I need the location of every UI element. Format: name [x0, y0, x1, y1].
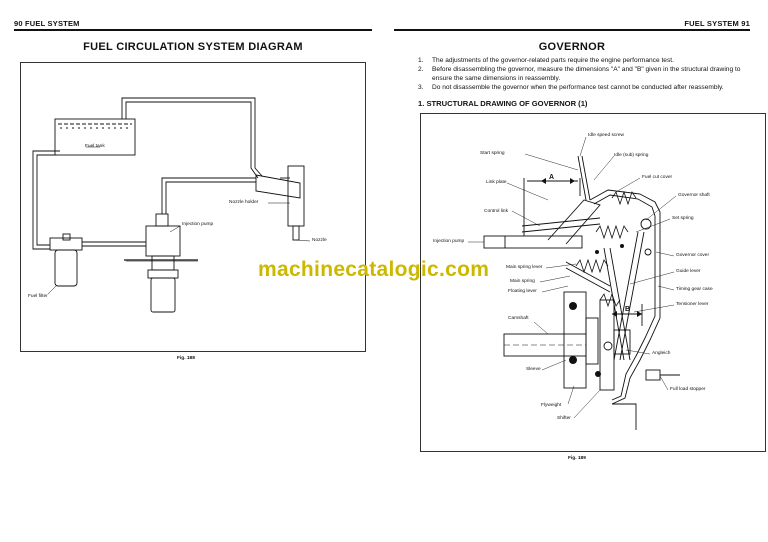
left-page: 90 FUEL SYSTEM FUEL CIRCULATION SYSTEM D…: [14, 19, 372, 361]
subheading-structural-drawing: 1. STRUCTURAL DRAWING OF GOVERNOR (1): [418, 99, 588, 108]
label-governor-shaft: Governor shaft: [678, 193, 710, 198]
label-flyweight: Flyweight: [541, 403, 562, 408]
label-start-spring: Start spring: [480, 151, 505, 156]
fuel-circulation-diagram: [32, 97, 311, 313]
label-guide-lever: Guide lever: [676, 269, 701, 274]
left-page-title: FUEL CIRCULATION SYSTEM DIAGRAM: [83, 41, 303, 53]
label-floating-lever: Floating lever: [508, 289, 537, 294]
note-2-text: Before disassembling the governor, measu…: [432, 66, 741, 82]
label-shifter: Shifter: [557, 416, 571, 421]
label-idle-sub-spring: Idle (sub) spring: [614, 153, 649, 158]
note-3-text: Do not disassemble the governor when the…: [432, 84, 724, 91]
label-timing-gear-case: Timing gear case: [676, 287, 713, 292]
label-angleich: Angleich: [652, 351, 671, 356]
right-header-rule: [394, 29, 750, 31]
left-header-rule: [14, 29, 372, 31]
label-fuel-cut-cover: Fuel cut cover: [642, 175, 673, 180]
label-nozzle: Nozzle: [312, 238, 327, 243]
note-1-text: The adjustments of the governor-related …: [432, 57, 674, 64]
label-dimension-b: B: [625, 306, 631, 313]
label-tensioner-lever: Tensioner lever: [676, 302, 709, 307]
label-fuel-tank: Fuel tank: [85, 144, 105, 149]
right-page-title: GOVERNOR: [538, 41, 606, 53]
label-set-spring: Set spring: [672, 216, 694, 221]
label-link-plate: Link plate: [486, 180, 507, 185]
figure-caption-189: Fig. 189: [568, 456, 586, 461]
right-page: FUEL SYSTEM 91 GOVERNOR: [384, 0, 768, 542]
label-control-link: Control link: [484, 209, 508, 214]
label-nozzle-holder: Nozzle holder: [229, 200, 259, 205]
label-full-load-stopper: Full load stopper: [670, 387, 706, 392]
note-3-number: 3.: [418, 84, 424, 91]
label-governor-cover: Governor cover: [676, 253, 710, 258]
note-1-number: 1.: [418, 57, 424, 64]
governor-diagram-frame: [420, 113, 766, 452]
note-2-number: 2.: [418, 66, 424, 73]
label-fuel-filter: Fuel filter: [28, 294, 48, 299]
label-injection-pump-governor: Injection pump: [433, 239, 465, 244]
left-page-header: 90 FUEL SYSTEM: [14, 19, 80, 28]
label-injection-pump: Injection pump: [182, 222, 214, 227]
right-page-header: FUEL SYSTEM 91: [684, 19, 750, 28]
label-sleeve: Sleeve: [526, 367, 541, 372]
label-dimension-a: A: [549, 174, 555, 181]
label-main-spring-lever: Main spring lever: [506, 265, 543, 270]
label-main-spring: Main spring: [510, 279, 535, 284]
figure-caption-188: Fig. 188: [177, 356, 195, 361]
watermark-text: machinecatalogic.com: [258, 258, 490, 281]
fuel-diagram-frame: [20, 62, 366, 352]
label-camshaft: Camshaft: [508, 316, 529, 321]
label-idle-speed-screw: Idle speed screw: [588, 133, 624, 138]
